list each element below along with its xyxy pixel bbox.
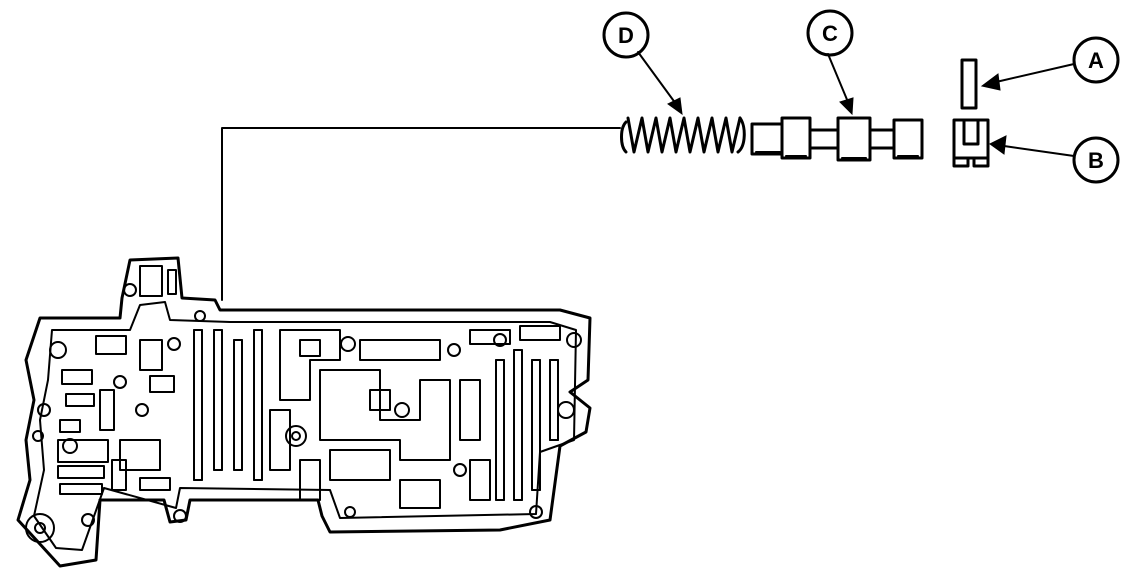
callout-b-leader: [989, 135, 1075, 157]
callout-c: C: [806, 9, 854, 57]
callout-d: D: [602, 11, 650, 59]
spring-part-d: [620, 116, 746, 154]
callout-d-leader: [637, 51, 683, 116]
passage-group-right: [469, 325, 561, 501]
callout-a-leader: [980, 63, 1075, 91]
retainer-pin-part-a: [960, 58, 978, 110]
callout-c-leader: [827, 53, 854, 116]
callout-c-label: C: [822, 21, 838, 46]
callout-b: B: [1072, 136, 1120, 184]
valve-spool-part-c: [750, 116, 924, 162]
leader-line: [221, 127, 621, 301]
callout-b-label: B: [1088, 148, 1104, 173]
passage-group-center: [269, 329, 481, 509]
callout-a: A: [1072, 36, 1120, 84]
callout-a-label: A: [1088, 48, 1104, 73]
valve-body-plate: [16, 256, 592, 568]
passage-group-left: [193, 329, 263, 481]
callout-d-label: D: [618, 23, 634, 48]
plug-part-b: [952, 118, 990, 168]
